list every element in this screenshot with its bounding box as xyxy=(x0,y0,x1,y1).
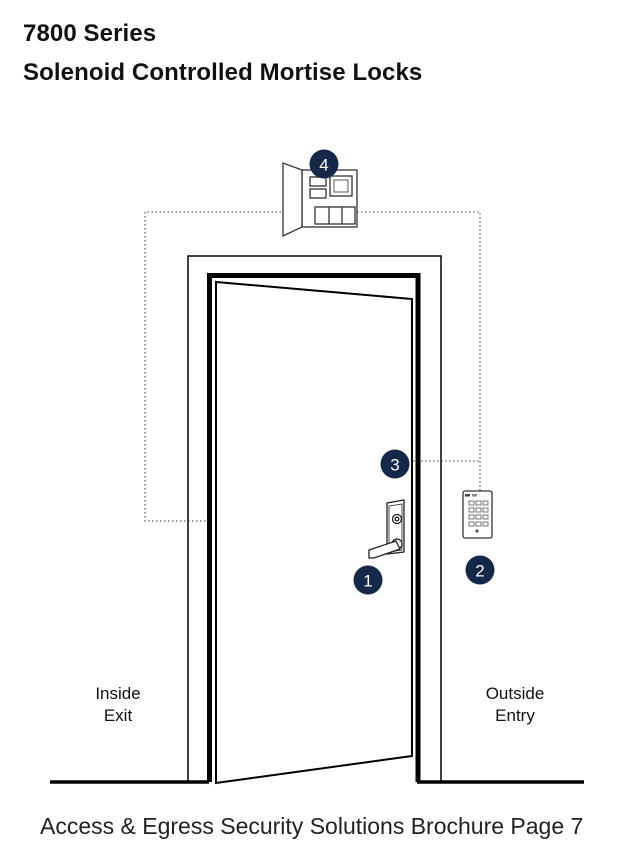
marker-2-badge xyxy=(465,555,495,585)
wiring-right xyxy=(357,211,481,495)
marker-3-number: 3 xyxy=(390,456,399,475)
marker-1-number: 1 xyxy=(363,572,372,591)
marker-4: 4 xyxy=(309,149,339,179)
marker-1: 1 xyxy=(353,565,383,595)
outside-label-line1: Outside xyxy=(485,684,545,703)
door-frame-outer xyxy=(187,255,442,782)
marker-1-badge xyxy=(353,565,383,595)
marker-3: 3 xyxy=(380,449,410,479)
outside-label-line2: Entry xyxy=(495,706,535,725)
marker-3-badge xyxy=(380,449,410,479)
door-leaf xyxy=(215,280,413,785)
marker-2: 2 xyxy=(465,555,495,585)
series-title: 7800 Series xyxy=(23,20,157,47)
marker-2-number: 2 xyxy=(475,562,484,581)
control-panel xyxy=(282,162,358,238)
marker-4-number: 4 xyxy=(319,156,328,175)
wiring-left xyxy=(144,211,281,522)
brochure-footer: Access & Egress Security Solutions Broch… xyxy=(40,813,584,839)
marker-4-badge xyxy=(309,149,339,179)
inside-label-line1: Inside xyxy=(95,684,141,703)
product-title: Solenoid Controlled Mortise Locks xyxy=(23,59,423,86)
keypad-reader xyxy=(462,490,493,539)
mortise-lock-lever xyxy=(368,499,405,559)
keypad-buttons xyxy=(468,500,489,527)
inside-exit-label: Inside Exit xyxy=(68,683,168,727)
inside-label-line2: Exit xyxy=(103,706,133,725)
door-frame-inner xyxy=(207,273,421,782)
outside-entry-label: Outside Entry xyxy=(465,683,565,727)
